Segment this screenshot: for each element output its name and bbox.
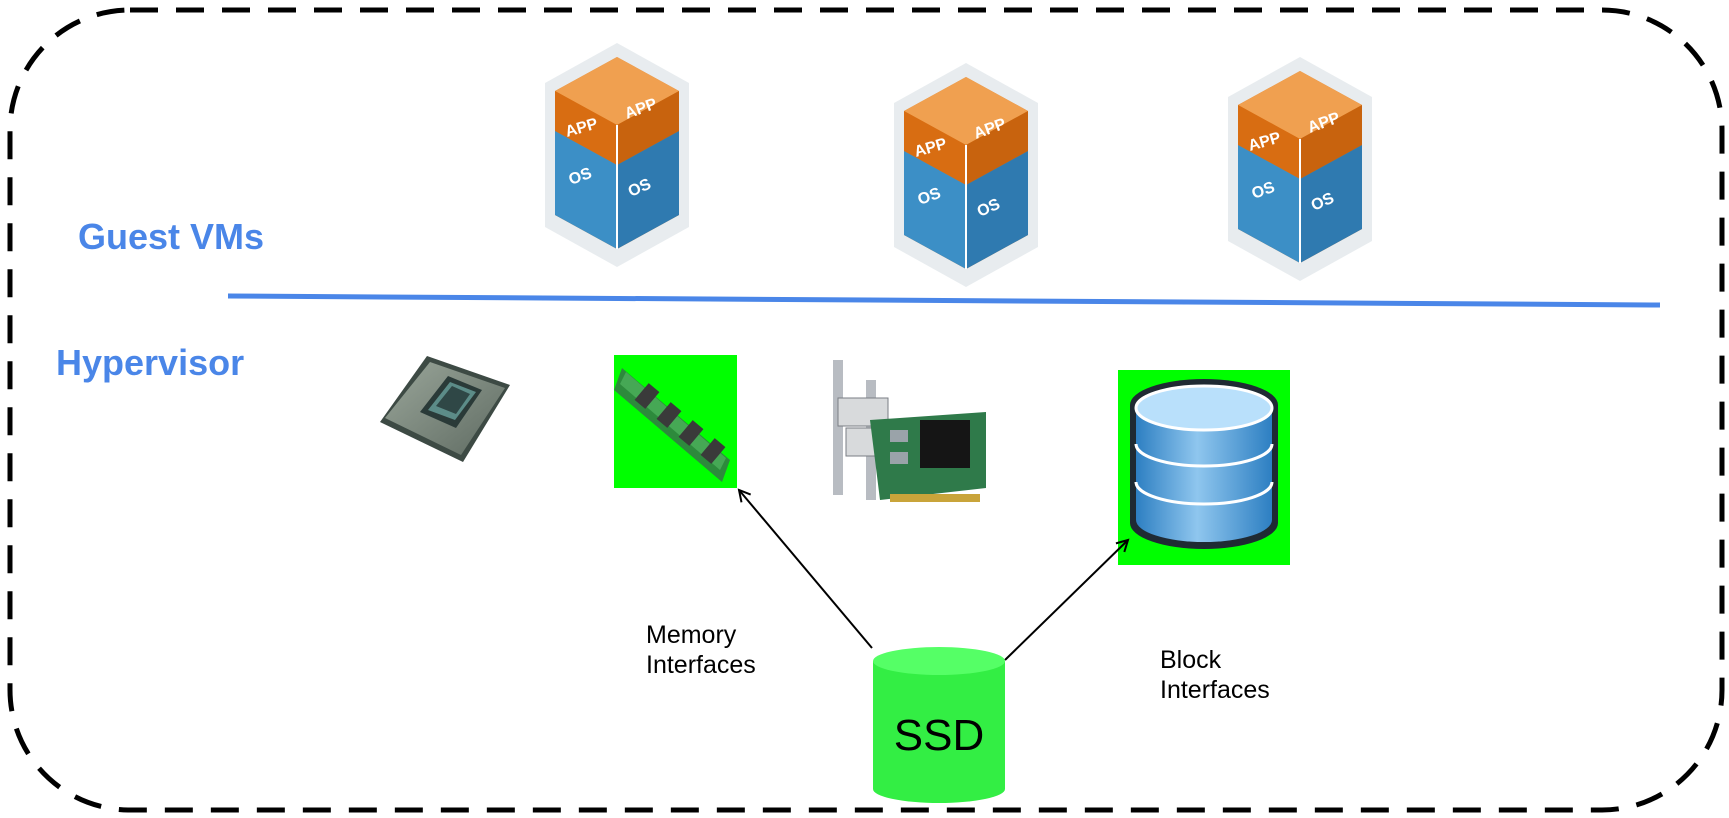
vm-cube-icon: APP APP OS OS — [1228, 57, 1372, 281]
svg-text:OS: OS — [916, 185, 944, 209]
network-card-icon — [833, 360, 986, 502]
block-interfaces-line-1: Block — [1160, 646, 1222, 674]
memory-interfaces-line-2: Interfaces — [646, 651, 756, 679]
svg-text:OS: OS — [1250, 179, 1278, 203]
svg-text:OS: OS — [567, 165, 595, 189]
block-interfaces-line-2: Interfaces — [1160, 676, 1270, 704]
block-interfaces-label: Block Interfaces — [1160, 645, 1270, 705]
ssd-cylinder: SSD — [873, 647, 1005, 803]
block-interface-arrow — [1004, 540, 1128, 661]
memory-interface-arrow — [739, 490, 873, 649]
memory-interfaces-label: Memory Interfaces — [646, 620, 756, 680]
vm-cube-icon: APP APP OS OS — [545, 43, 689, 267]
vm-cube-icon: APP APP OS OS — [894, 63, 1038, 287]
cpu-chip-icon — [380, 356, 510, 462]
ssd-label: SSD — [894, 711, 984, 760]
memory-module-icon — [614, 355, 737, 488]
hypervisor-label: Hypervisor — [56, 342, 245, 383]
storage-database-icon — [1118, 370, 1290, 565]
system-boundary — [7, 7, 1725, 813]
memory-interfaces-line-1: Memory — [646, 621, 737, 649]
guest-vms-label: Guest VMs — [78, 216, 265, 257]
layer-divider — [227, 293, 1661, 308]
